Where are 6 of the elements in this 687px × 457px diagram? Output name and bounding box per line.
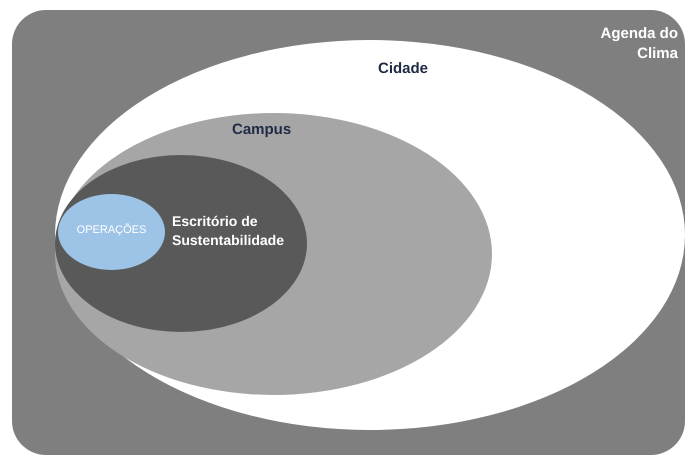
region-label: Escritório de Sustentabilidade [172,212,286,250]
region-label: Agenda do Clima [600,24,678,64]
region-label: OPERAÇÕES [76,224,148,236]
outer-panel [12,10,685,455]
region-label: Cidade [378,60,428,77]
region-label: Campus [232,121,292,138]
